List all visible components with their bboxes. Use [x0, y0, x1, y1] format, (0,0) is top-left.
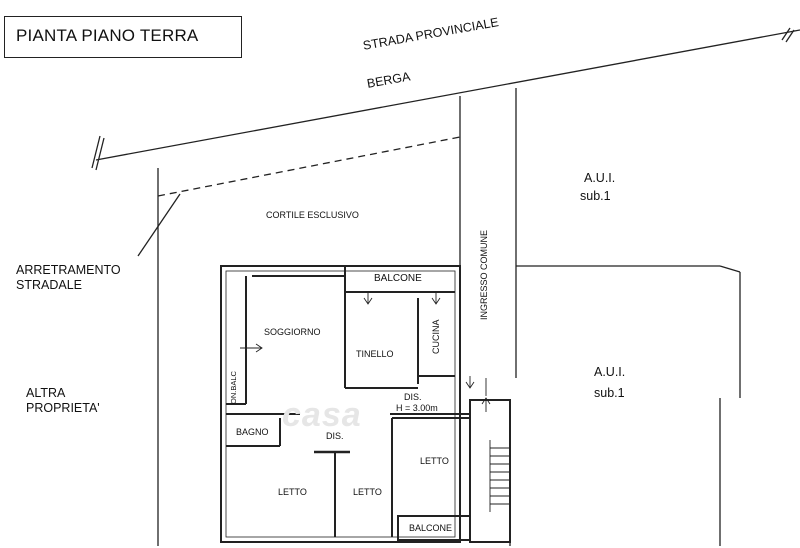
room-bagno: BAGNO	[236, 427, 269, 437]
road-boundary-line	[95, 29, 800, 161]
room-balcone-top: BALCONE	[374, 273, 422, 284]
room-letto-mid: LETTO	[353, 487, 382, 497]
road-break-left-2	[95, 137, 105, 171]
road-break-right-2	[785, 29, 795, 43]
room-letto-right: LETTO	[420, 456, 449, 466]
other-property-line1: ALTRA	[26, 386, 66, 400]
road-break-left	[91, 135, 101, 169]
room-balcone-bottom: BALCONE	[409, 523, 453, 533]
aui-top-line2: sub.1	[580, 189, 611, 203]
aui-right-outline	[719, 265, 741, 273]
watermark: casa	[282, 396, 362, 434]
aui-right-line2: sub.1	[594, 386, 625, 400]
setback-dashed-line	[157, 136, 461, 197]
other-property-line2: PROPRIETA'	[26, 401, 100, 415]
room-dis-upper: DIS.	[404, 392, 422, 402]
setback-label-line2: STRADALE	[16, 278, 82, 292]
corridor-label: INGRESSO COMUNE	[479, 229, 489, 320]
plan-title: PIANTA PIANO TERRA	[16, 26, 199, 45]
aui-top-line1: A.U.I.	[584, 171, 616, 185]
apartment-outline	[220, 265, 461, 543]
setback-label-line1: ARRETRAMENTO	[16, 263, 121, 277]
title-frame	[4, 16, 242, 58]
room-soggiorno: SOGGIORNO	[264, 327, 321, 337]
room-onbalc: ON.BALC	[229, 371, 238, 404]
room-cucina: CUCINA	[431, 319, 441, 354]
room-dis-lower: DIS.	[326, 431, 344, 441]
road-break-right	[781, 27, 791, 41]
room-tinello: TINELLO	[356, 349, 394, 359]
setback-leader	[137, 193, 181, 257]
room-letto-left: LETTO	[278, 487, 307, 497]
room-height: H = 3.00m	[396, 403, 438, 413]
aui-right-line1: A.U.I.	[594, 365, 626, 379]
courtyard-label: CORTILE ESCLUSIVO	[266, 210, 359, 220]
